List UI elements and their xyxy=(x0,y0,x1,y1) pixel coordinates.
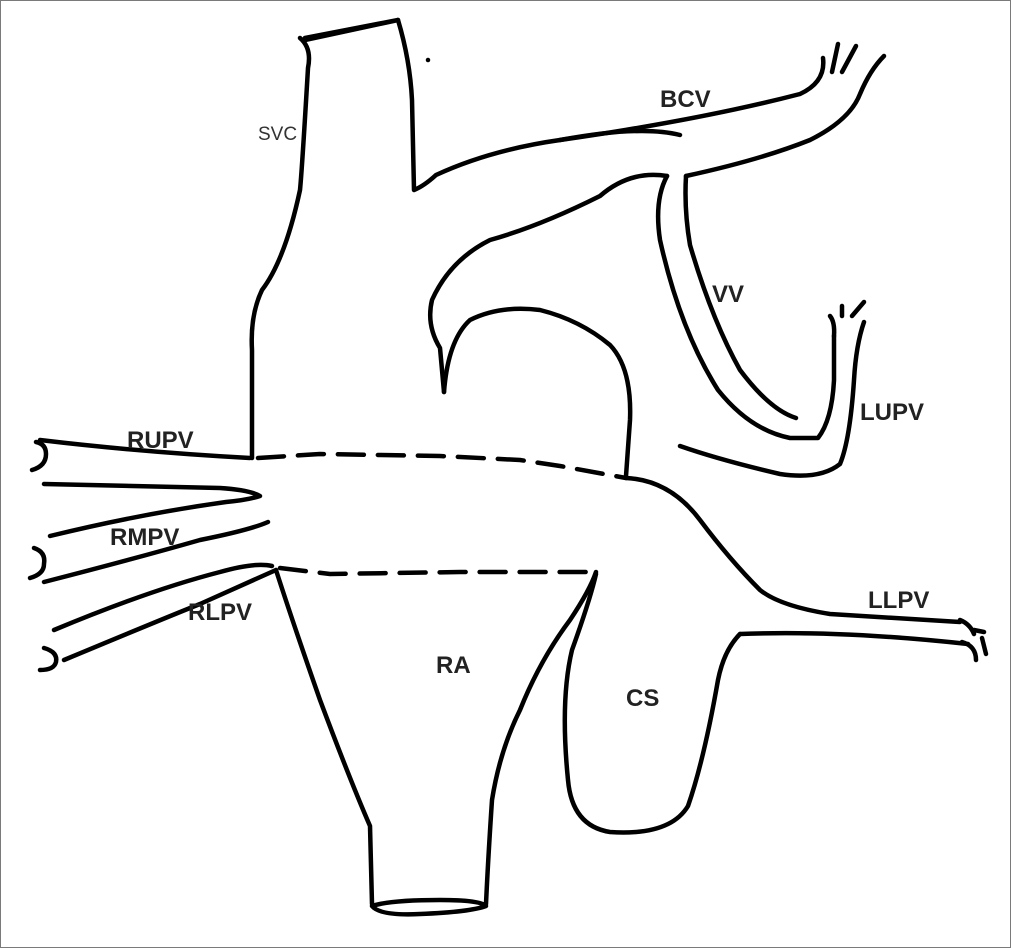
label-cs: CS xyxy=(626,685,659,712)
ra-vessel xyxy=(273,567,599,917)
rmpv-vessel xyxy=(27,519,275,633)
label-vv: VV xyxy=(712,281,744,308)
label-rlpv: RLPV xyxy=(188,599,252,626)
rupv-vessel xyxy=(29,437,263,539)
svc-vessel xyxy=(249,17,683,461)
label-rmpv: RMPV xyxy=(110,524,179,551)
arch-vessel xyxy=(428,172,670,479)
dashed-lower-line xyxy=(277,565,599,577)
vv-vessel xyxy=(655,173,867,478)
cs-vessel xyxy=(562,571,743,835)
label-bcv: BCV xyxy=(660,86,711,113)
bcv-vessel xyxy=(425,41,887,179)
label-svc: SVC xyxy=(258,124,297,145)
label-lupv: LUPV xyxy=(860,399,924,426)
rlpv-vessel xyxy=(37,567,279,673)
label-ra: RA xyxy=(436,652,471,679)
dashed-upper-line xyxy=(255,451,629,481)
label-llpv: LLPV xyxy=(868,587,929,614)
llpv-vessel xyxy=(623,475,989,663)
lupv-vessel xyxy=(827,313,837,339)
label-rupv: RUPV xyxy=(127,427,194,454)
